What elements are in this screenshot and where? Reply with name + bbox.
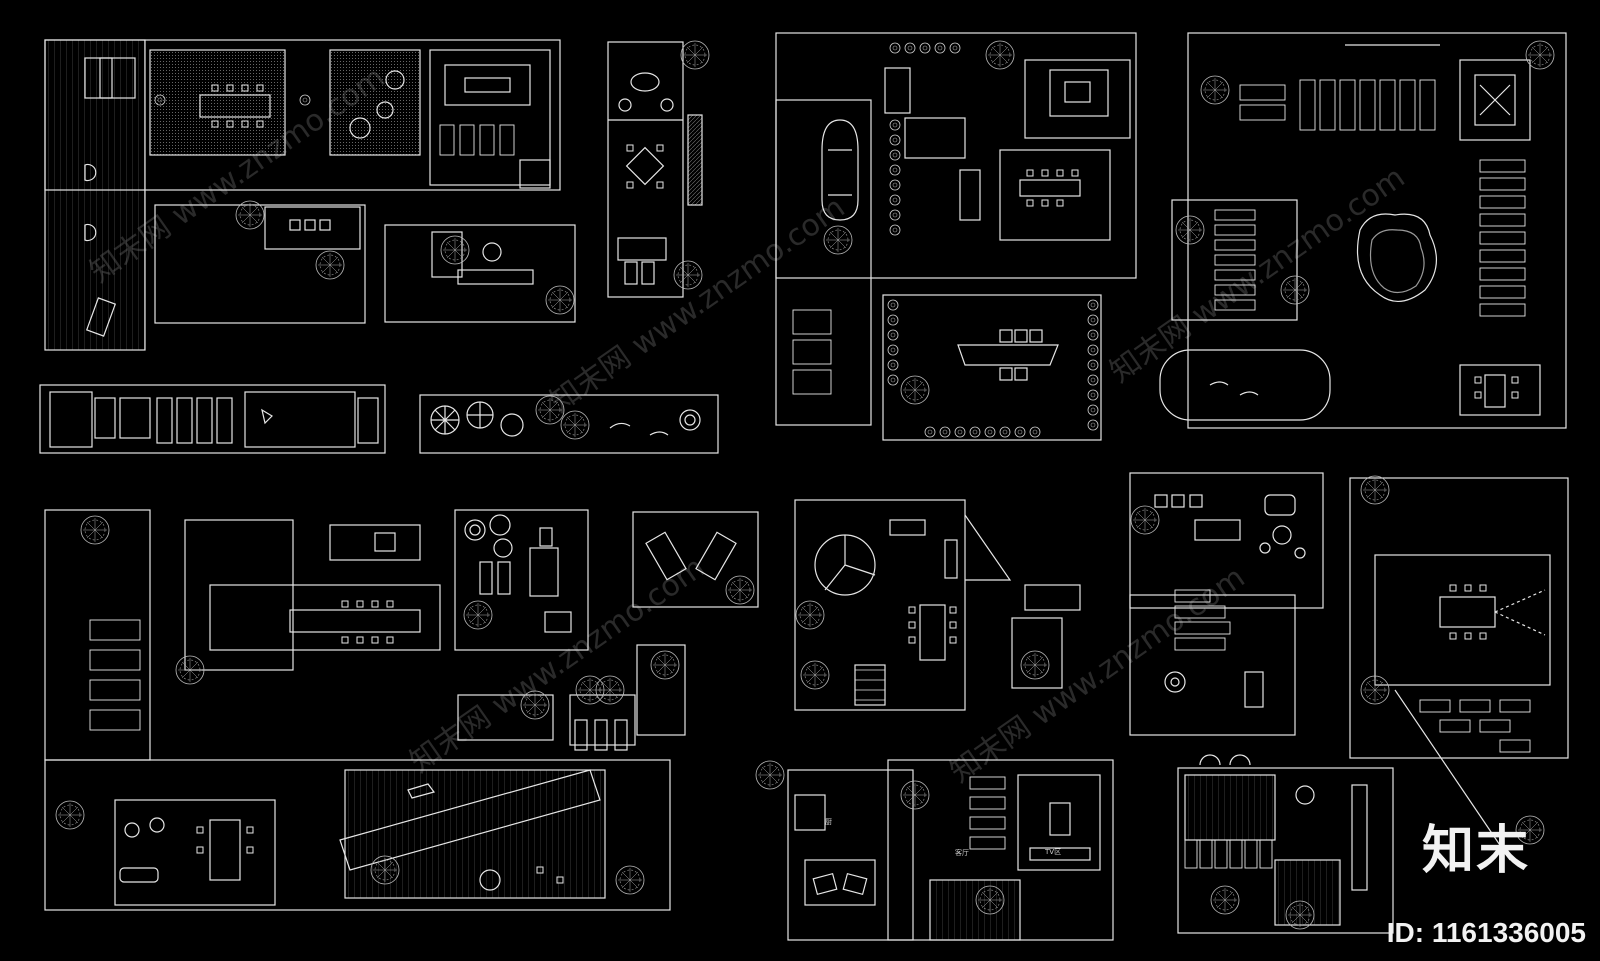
room-label-a: 厨 bbox=[825, 818, 832, 826]
plan-1 bbox=[44, 39, 576, 351]
plan-7 bbox=[1159, 32, 1567, 429]
plan-13 bbox=[1129, 472, 1324, 736]
plan-8 bbox=[44, 509, 671, 911]
plan-5 bbox=[775, 32, 1137, 426]
plan-14 bbox=[1349, 475, 1569, 861]
room-label-c: TV区 bbox=[1044, 848, 1061, 856]
asset-id-label: ID: 1161336005 bbox=[1386, 917, 1586, 948]
plan-10 bbox=[632, 511, 759, 608]
brand-mark: 知末 bbox=[1421, 821, 1530, 881]
plan-11 bbox=[457, 644, 686, 751]
plan-3 bbox=[39, 384, 386, 454]
plan-9 bbox=[454, 509, 589, 651]
plan-2 bbox=[607, 40, 710, 298]
plan-16 bbox=[1177, 754, 1394, 934]
plan-6 bbox=[882, 294, 1102, 441]
plan-12 bbox=[794, 499, 1081, 711]
room-label-b: 客厅 bbox=[955, 848, 969, 857]
plan-4 bbox=[419, 394, 719, 454]
plan-15 bbox=[755, 759, 1114, 941]
